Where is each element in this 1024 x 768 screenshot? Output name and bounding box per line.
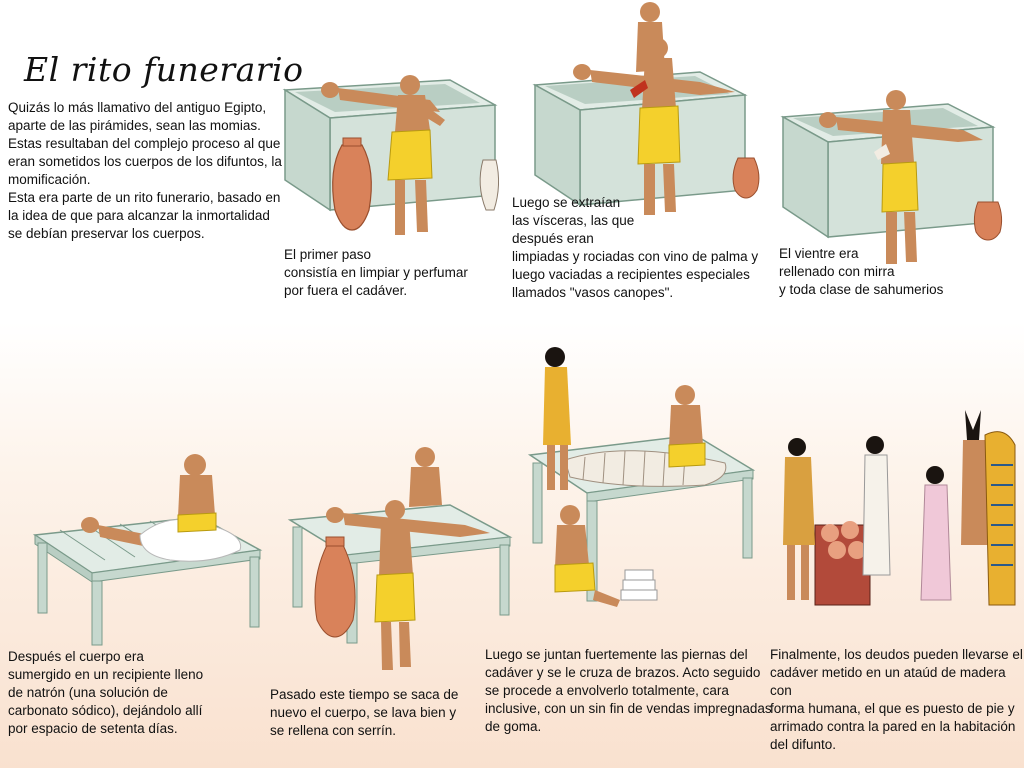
illustration-step-4 xyxy=(32,454,263,646)
illustration-step-5 xyxy=(287,447,513,670)
page-title: El rito funerario xyxy=(24,50,304,89)
step-5-text: Pasado este tiempo se saca de nuevo el c… xyxy=(270,687,459,738)
illustration-step-6 xyxy=(527,347,756,607)
intro-text: Quizás lo más llamativo del antiguo Egip… xyxy=(8,100,282,241)
illustration-step-2 xyxy=(532,2,760,215)
illustration-step-3 xyxy=(780,90,1003,264)
step-2-text: Luego se extraían las vísceras, las que … xyxy=(512,195,759,300)
step-7-text: Finalmente, los deudos pueden llevarse e… xyxy=(770,647,1023,752)
illustration-step-1 xyxy=(282,75,500,235)
step-4-text: Después el cuerpo era sumergido en un re… xyxy=(8,649,204,736)
illustration-step-7 xyxy=(783,410,1016,606)
step-6-text: Luego se juntan fuertemente las piernas … xyxy=(485,647,772,734)
step-1-text: El primer paso consistía en limpiar y pe… xyxy=(284,247,468,298)
step-3-text: El vientre era rellenado con mirra y tod… xyxy=(779,246,944,297)
